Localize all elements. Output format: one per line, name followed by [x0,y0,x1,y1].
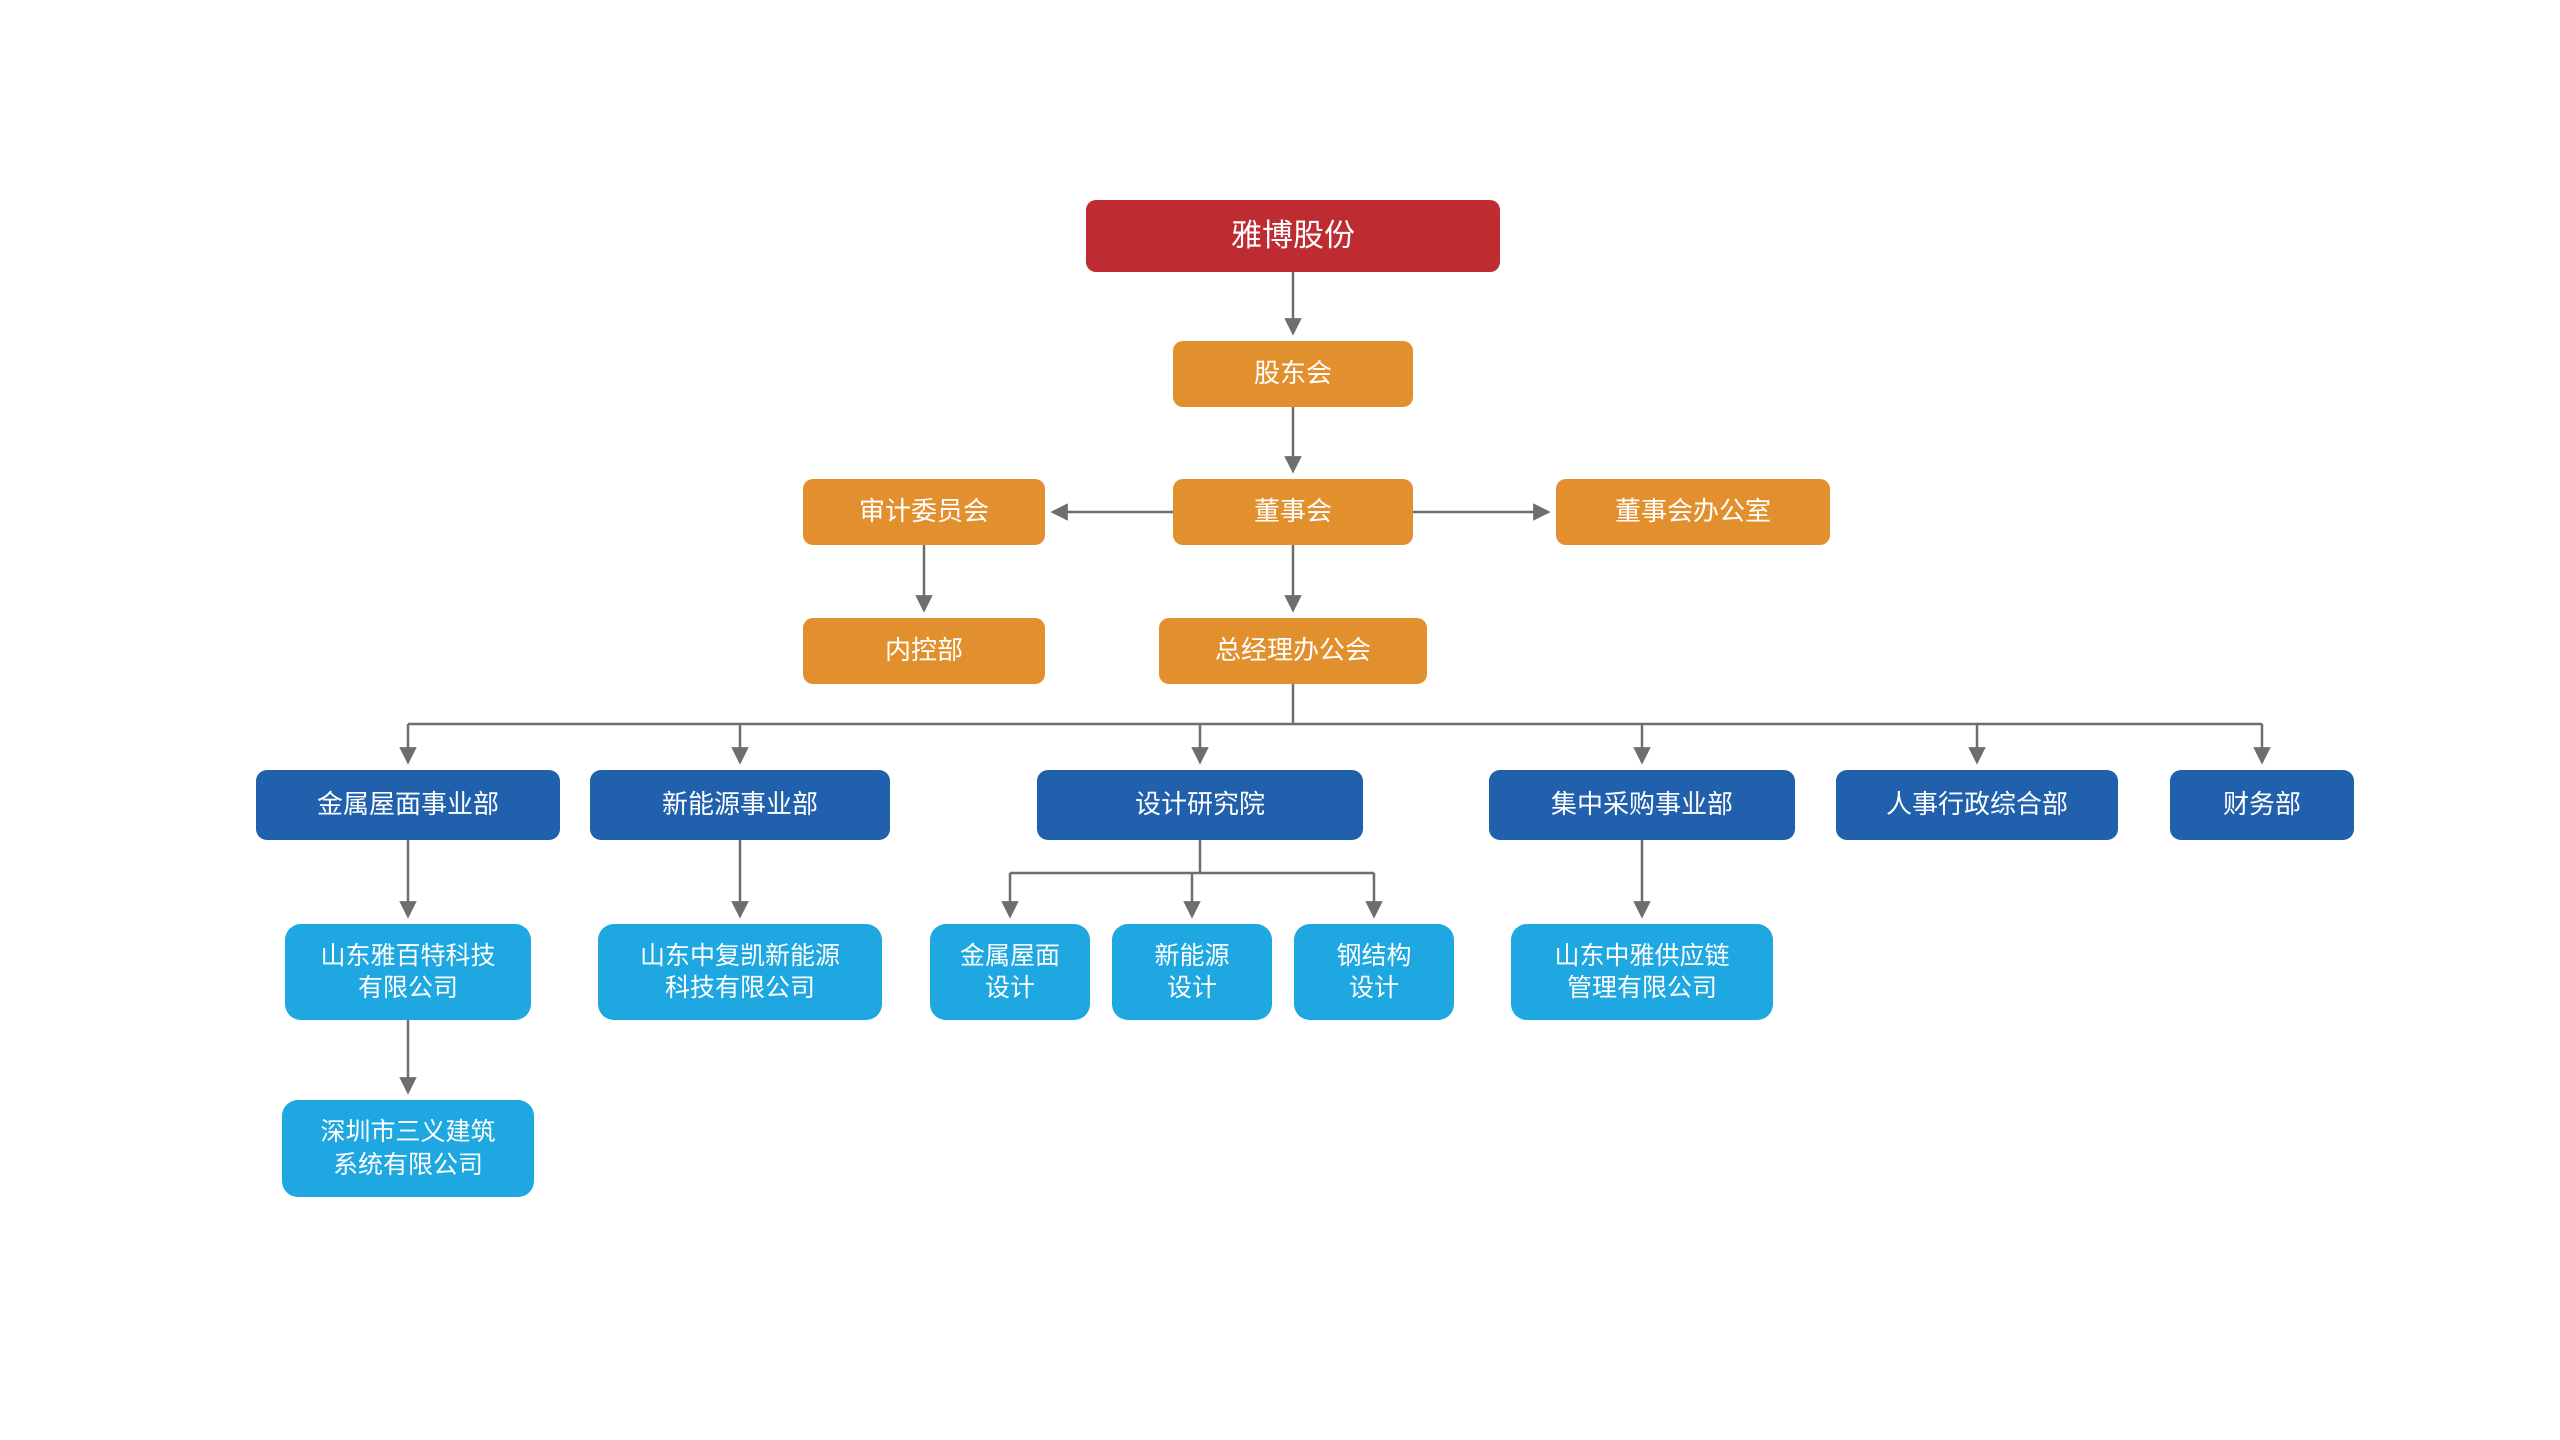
org-node-general-manager-office[interactable]: 总经理办公会 [1159,618,1427,684]
org-node-new-energy-division[interactable]: 新能源事业部 [590,770,890,840]
org-node-procurement-division[interactable]: 集中采购事业部 [1489,770,1795,840]
org-node-finance-dept[interactable]: 财务部 [2170,770,2354,840]
org-node-design-institute[interactable]: 设计研究院 [1037,770,1363,840]
org-node-yabaite-technology[interactable]: 山东雅百特科技 有限公司 [285,924,531,1020]
org-node-audit-committee[interactable]: 审计委员会 [803,479,1045,545]
org-node-board-of-directors[interactable]: 董事会 [1173,479,1413,545]
org-node-sanyi-building-systems[interactable]: 深圳市三义建筑 系统有限公司 [282,1100,534,1197]
org-node-new-energy-design[interactable]: 新能源 设计 [1112,924,1272,1020]
org-node-zhongfukai-new-energy[interactable]: 山东中复凯新能源 科技有限公司 [598,924,882,1020]
org-node-metal-roof-design[interactable]: 金属屋面 设计 [930,924,1090,1020]
org-node-steel-structure-design[interactable]: 钢结构 设计 [1294,924,1454,1020]
org-node-hr-admin-dept[interactable]: 人事行政综合部 [1836,770,2118,840]
org-node-company-root[interactable]: 雅博股份 [1086,200,1500,272]
org-node-board-office[interactable]: 董事会办公室 [1556,479,1830,545]
org-node-zhongya-supply-chain[interactable]: 山东中雅供应链 管理有限公司 [1511,924,1773,1020]
org-node-internal-control-dept[interactable]: 内控部 [803,618,1045,684]
org-node-metal-roof-division[interactable]: 金属屋面事业部 [256,770,560,840]
org-node-shareholders-meeting[interactable]: 股东会 [1173,341,1413,407]
